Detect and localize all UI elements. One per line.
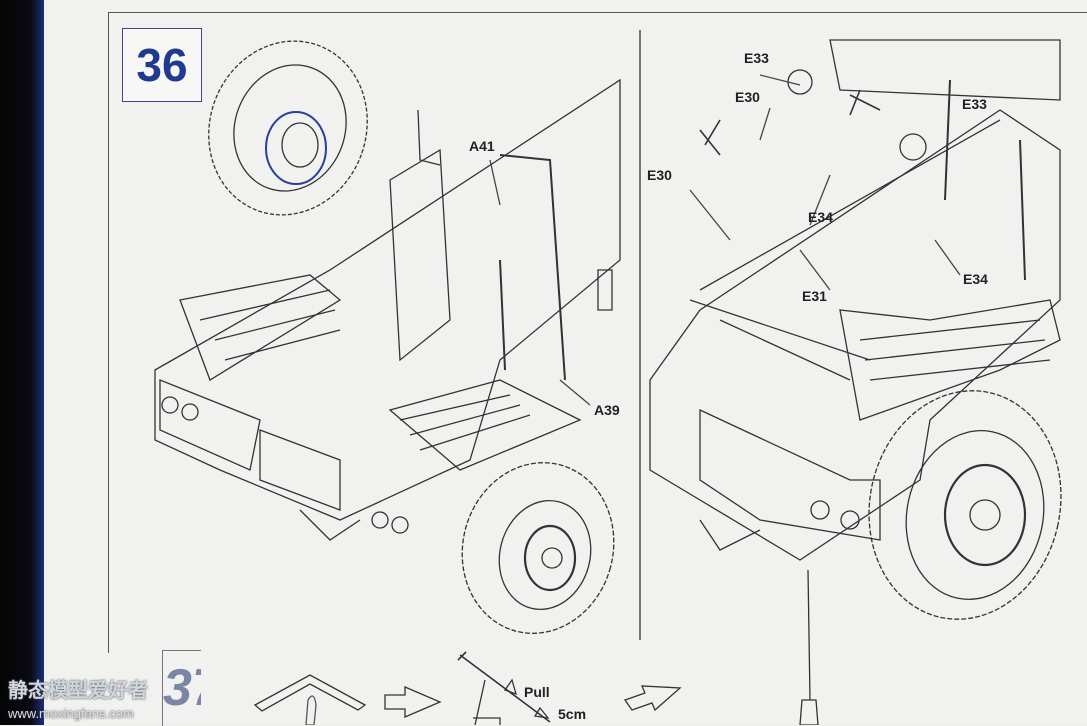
pull-arrow-icon bbox=[503, 678, 517, 696]
arrow-icon bbox=[384, 686, 442, 718]
part-label-e33: E33 bbox=[744, 50, 769, 66]
step-number-badge: 36 bbox=[122, 28, 202, 102]
part-label-a41: A41 bbox=[469, 138, 495, 154]
part-label-e30: E30 bbox=[735, 89, 760, 105]
pull-arrow-icon bbox=[533, 706, 550, 719]
pull-distance: 5cm bbox=[558, 706, 587, 722]
part-label-e33: E33 bbox=[962, 96, 987, 112]
part-label-e34: E34 bbox=[808, 209, 833, 225]
right-chassis bbox=[639, 30, 1061, 640]
watermark-title: 静态模型爱好者 bbox=[8, 680, 148, 702]
next-step-number: 37 bbox=[162, 650, 201, 726]
arrow-icon bbox=[623, 685, 682, 712]
page-edge-shadow bbox=[0, 0, 44, 725]
part-label-e31: E31 bbox=[802, 288, 827, 304]
part-label-e30: E30 bbox=[647, 167, 672, 183]
left-front-wheel bbox=[461, 462, 615, 634]
part-label-e34: E34 bbox=[963, 271, 988, 287]
next-step-diagram bbox=[253, 569, 819, 725]
spare-wheel bbox=[208, 40, 368, 216]
left-chassis bbox=[154, 78, 621, 541]
right-rear-wheel bbox=[868, 390, 1062, 620]
step-frame bbox=[108, 12, 1087, 653]
watermark-url: www.moxingfans.com bbox=[8, 706, 134, 721]
instruction-page bbox=[44, 0, 1087, 725]
pull-instruction: Pull bbox=[524, 684, 550, 700]
part-label-a39: A39 bbox=[594, 402, 620, 418]
